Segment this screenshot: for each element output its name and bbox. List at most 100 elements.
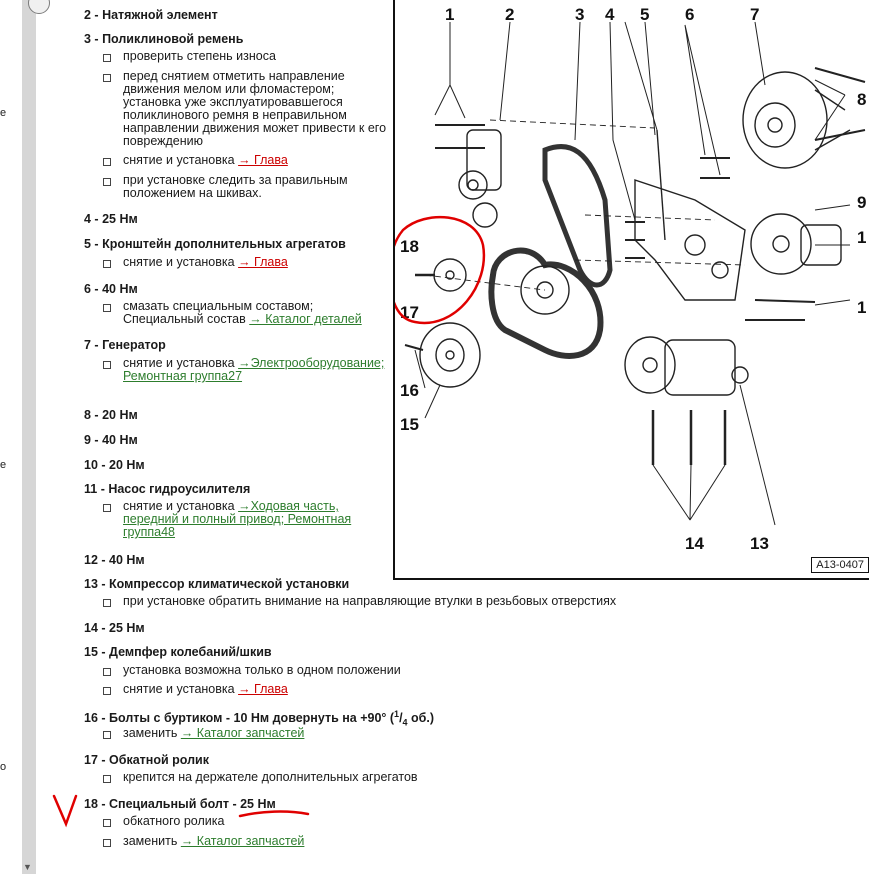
- left-strip-text: o: [0, 761, 7, 773]
- bullet-icon: [103, 839, 111, 847]
- cross-reference-link[interactable]: → Глава: [238, 255, 288, 269]
- v-belt-lower: [488, 247, 604, 359]
- subitem-text: снятие и установка: [123, 499, 239, 513]
- subitem-text: снятие и установка: [123, 682, 239, 696]
- legend-item-2: 2 - Натяжной элемент: [84, 8, 218, 22]
- left-strip-text: e: [0, 459, 7, 471]
- legend-item-number: 18: [84, 797, 98, 811]
- legend-item-number: 10: [84, 458, 98, 472]
- subitem-text: снятие и установка: [123, 255, 239, 269]
- callout-label: 14: [685, 534, 704, 553]
- cross-reference-link[interactable]: → Каталог запчастей: [180, 726, 305, 740]
- legend-item-number: 16: [84, 711, 98, 726]
- subitem-text: снятие и установка: [123, 356, 239, 370]
- bullet-icon: [103, 504, 111, 512]
- ac-compressor: [624, 336, 676, 394]
- legend-item-number: 7: [84, 338, 91, 352]
- legend-subitem: смазать специальным составом; Специальны…: [123, 300, 388, 326]
- legend-item-14: 14 - 25 Нм: [84, 621, 145, 635]
- legend-subitem: заменить → Каталог запчастей: [123, 727, 663, 740]
- bullet-icon: [103, 260, 111, 268]
- diagram-drawing: 1 2 3 4 5 6 7 8 9 1 1 18 17 16 15 14 13: [395, 5, 866, 553]
- tensioner-bracket: [466, 129, 502, 191]
- legend-item-18: 18 - Специальный болт - 25 Нм: [84, 797, 276, 811]
- legend-item-title: 25 Нм: [109, 621, 145, 635]
- legend-subitem: перед снятием отметить направление движе…: [123, 70, 388, 148]
- legend-subitem: снятие и установка →Ходовая часть, перед…: [123, 500, 388, 539]
- callout-label: 5: [640, 5, 649, 24]
- legend-subitem: при установке следить за правильным поло…: [123, 174, 388, 200]
- callout-label: 1: [857, 228, 866, 247]
- subitem-text: заменить: [123, 834, 181, 848]
- legend-item-8: 8 - 20 Нм: [84, 408, 138, 422]
- legend-item-title-end: об.): [407, 711, 435, 726]
- legend-item-4: 4 - 25 Нм: [84, 212, 138, 226]
- legend-item-title: Поликлиновой ремень: [102, 32, 244, 46]
- bullet-icon: [103, 304, 111, 312]
- subitem-text: при установке следить за правильным поло…: [123, 173, 348, 200]
- legend-item-title: Болты с буртиком - 10 Нм довернуть на +9…: [109, 711, 395, 726]
- legend-item-number: 13: [84, 577, 98, 591]
- figure-code: A13-0407: [811, 557, 869, 573]
- left-panel-strip: [0, 0, 22, 874]
- cross-reference-link[interactable]: →Ходовая часть, передний и полный привод…: [123, 499, 352, 539]
- callout-label: 8: [857, 90, 866, 109]
- legend-item-number: 17: [84, 753, 98, 767]
- legend-item-number: 11: [84, 482, 98, 496]
- cross-reference-link[interactable]: → Каталог запчастей: [180, 834, 305, 848]
- legend-item-3: 3 - Поликлиновой ремень: [84, 32, 244, 46]
- legend-item-7: 7 - Генератор: [84, 338, 166, 352]
- legend-subitem: проверить степень износа: [123, 50, 388, 63]
- cross-reference-link[interactable]: → Глава: [238, 153, 288, 167]
- belt-drive-diagram: 1 2 3 4 5 6 7 8 9 1 1 18 17 16 15 14 13 …: [393, 0, 869, 580]
- tensioner-pulley: [458, 170, 488, 200]
- legend-subitem: снятие и установка → Глава: [123, 256, 388, 269]
- legend-item-9: 9 - 40 Нм: [84, 433, 138, 447]
- power-steering-pump: [750, 213, 812, 275]
- callout-label: 7: [750, 5, 759, 24]
- cross-reference-link[interactable]: → Глава: [238, 682, 288, 696]
- fraction-numerator: 1: [394, 709, 400, 719]
- fraction-denominator: 4: [402, 717, 408, 728]
- cross-reference-link[interactable]: → Каталог деталей: [249, 312, 362, 326]
- legend-item-title: Насос гидроусилителя: [108, 482, 251, 496]
- subitem-text: обкатного ролика: [123, 814, 225, 828]
- damper-pulley: [419, 322, 481, 388]
- legend-item-title: Натяжной элемент: [102, 8, 218, 22]
- bullet-icon: [103, 158, 111, 166]
- legend-subitem: снятие и установка →Электрооборудование;…: [123, 357, 388, 383]
- callout-label: 4: [605, 5, 615, 24]
- legend-item-number: 3: [84, 32, 91, 46]
- subitem-text: крепится на держателе дополнительных агр…: [123, 770, 418, 784]
- legend-item-number: 12: [84, 553, 98, 567]
- subitem-text: снятие и установка: [123, 153, 239, 167]
- callout-label: 3: [575, 5, 584, 24]
- legend-subitem: установка возможна только в одном положе…: [123, 664, 663, 677]
- bullet-icon: [103, 731, 111, 739]
- legend-item-11: 11 - Насос гидроусилителя: [84, 482, 251, 496]
- aux-bracket: [634, 179, 746, 301]
- callout-label: 9: [857, 193, 866, 212]
- subitem-text: перед снятием отметить направление движе…: [123, 69, 387, 148]
- legend-subitem: снятие и установка → Глава: [123, 683, 663, 696]
- bullet-icon: [103, 687, 111, 695]
- subitem-text: смазать специальным составом; Специальны…: [123, 299, 314, 326]
- callout-label: 1: [857, 298, 866, 317]
- idler-roller: [433, 258, 467, 292]
- cross-reference-link[interactable]: →Электрооборудование; Ремонтная группа27: [123, 356, 385, 383]
- legend-item-number: 2: [84, 8, 91, 22]
- generator: [742, 71, 828, 169]
- vertical-scrollbar[interactable]: ▼: [22, 0, 36, 874]
- subitem-text: заменить: [123, 726, 181, 740]
- callout-label: 18: [400, 237, 419, 256]
- legend-item-title: Генератор: [102, 338, 166, 352]
- red-circle-annotation: [395, 215, 486, 325]
- subitem-text: установка возможна только в одном положе…: [123, 663, 401, 677]
- legend-item-number: 15: [84, 645, 98, 659]
- bullet-icon: [103, 668, 111, 676]
- scroll-down-arrow-icon[interactable]: ▼: [23, 862, 32, 872]
- legend-item-15: 15 - Демпфер колебаний/шкив: [84, 645, 272, 659]
- legend-subitem: крепится на держателе дополнительных агр…: [123, 771, 663, 784]
- legend-item-title: Обкатной ролик: [109, 753, 209, 767]
- legend-item-title: Компрессор климатической установки: [109, 577, 350, 591]
